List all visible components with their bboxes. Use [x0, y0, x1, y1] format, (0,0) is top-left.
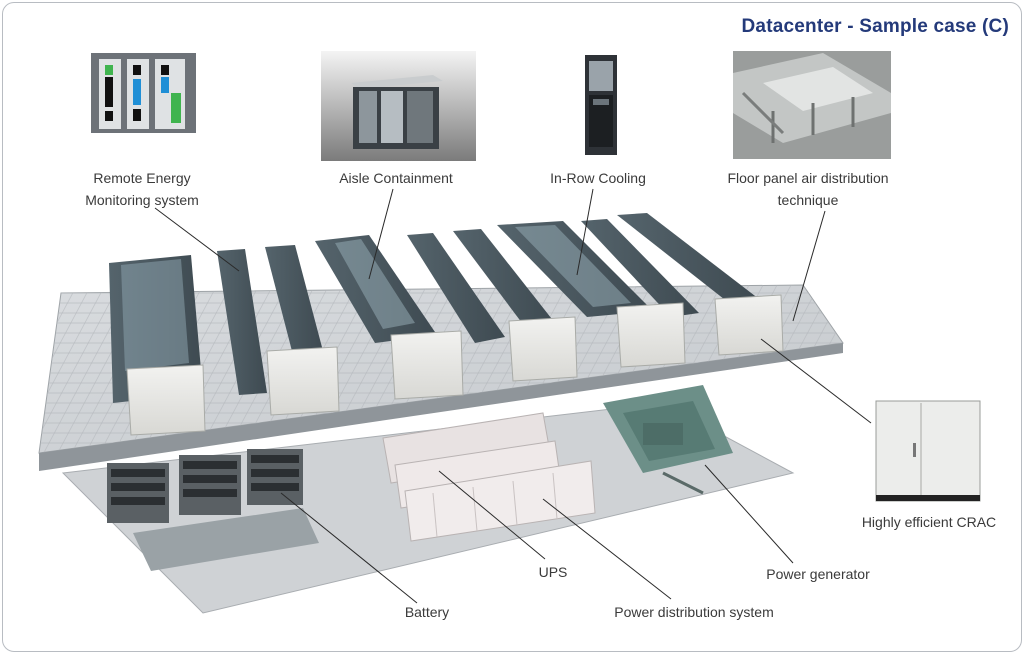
remote-energy-thumbnail: [91, 53, 196, 133]
label-aisle-containment: Aisle Containment: [339, 170, 453, 186]
label-crac: Highly efficient CRAC: [861, 514, 997, 530]
label-remote-energy: Remote Energy Monitoring system: [85, 170, 199, 208]
diagram-title: Datacenter - Sample case (C): [741, 16, 1009, 37]
label-battery: Battery: [404, 604, 450, 620]
label-inrow-cooling: In-Row Cooling: [550, 170, 646, 186]
datacenter-illustration: [38, 51, 981, 614]
crac-thumbnail: [875, 400, 981, 502]
power-generator: [603, 385, 733, 495]
aisle-containment-thumbnail: [321, 51, 476, 161]
label-floor-panel: Floor panel air distribution technique: [727, 170, 889, 208]
battery-racks: [107, 449, 319, 571]
crac-units: [126, 294, 784, 436]
label-ups: UPS: [538, 564, 568, 580]
label-power-distribution: Power distribution system: [614, 604, 774, 620]
label-power-generator: Power generator: [766, 566, 870, 582]
callout-lines: [154, 188, 872, 604]
rack-rows: [109, 213, 759, 403]
floor-panel-thumbnail: [733, 51, 891, 159]
inrow-cooling-thumbnail: [585, 55, 617, 155]
ups-cabinets: [382, 412, 596, 542]
